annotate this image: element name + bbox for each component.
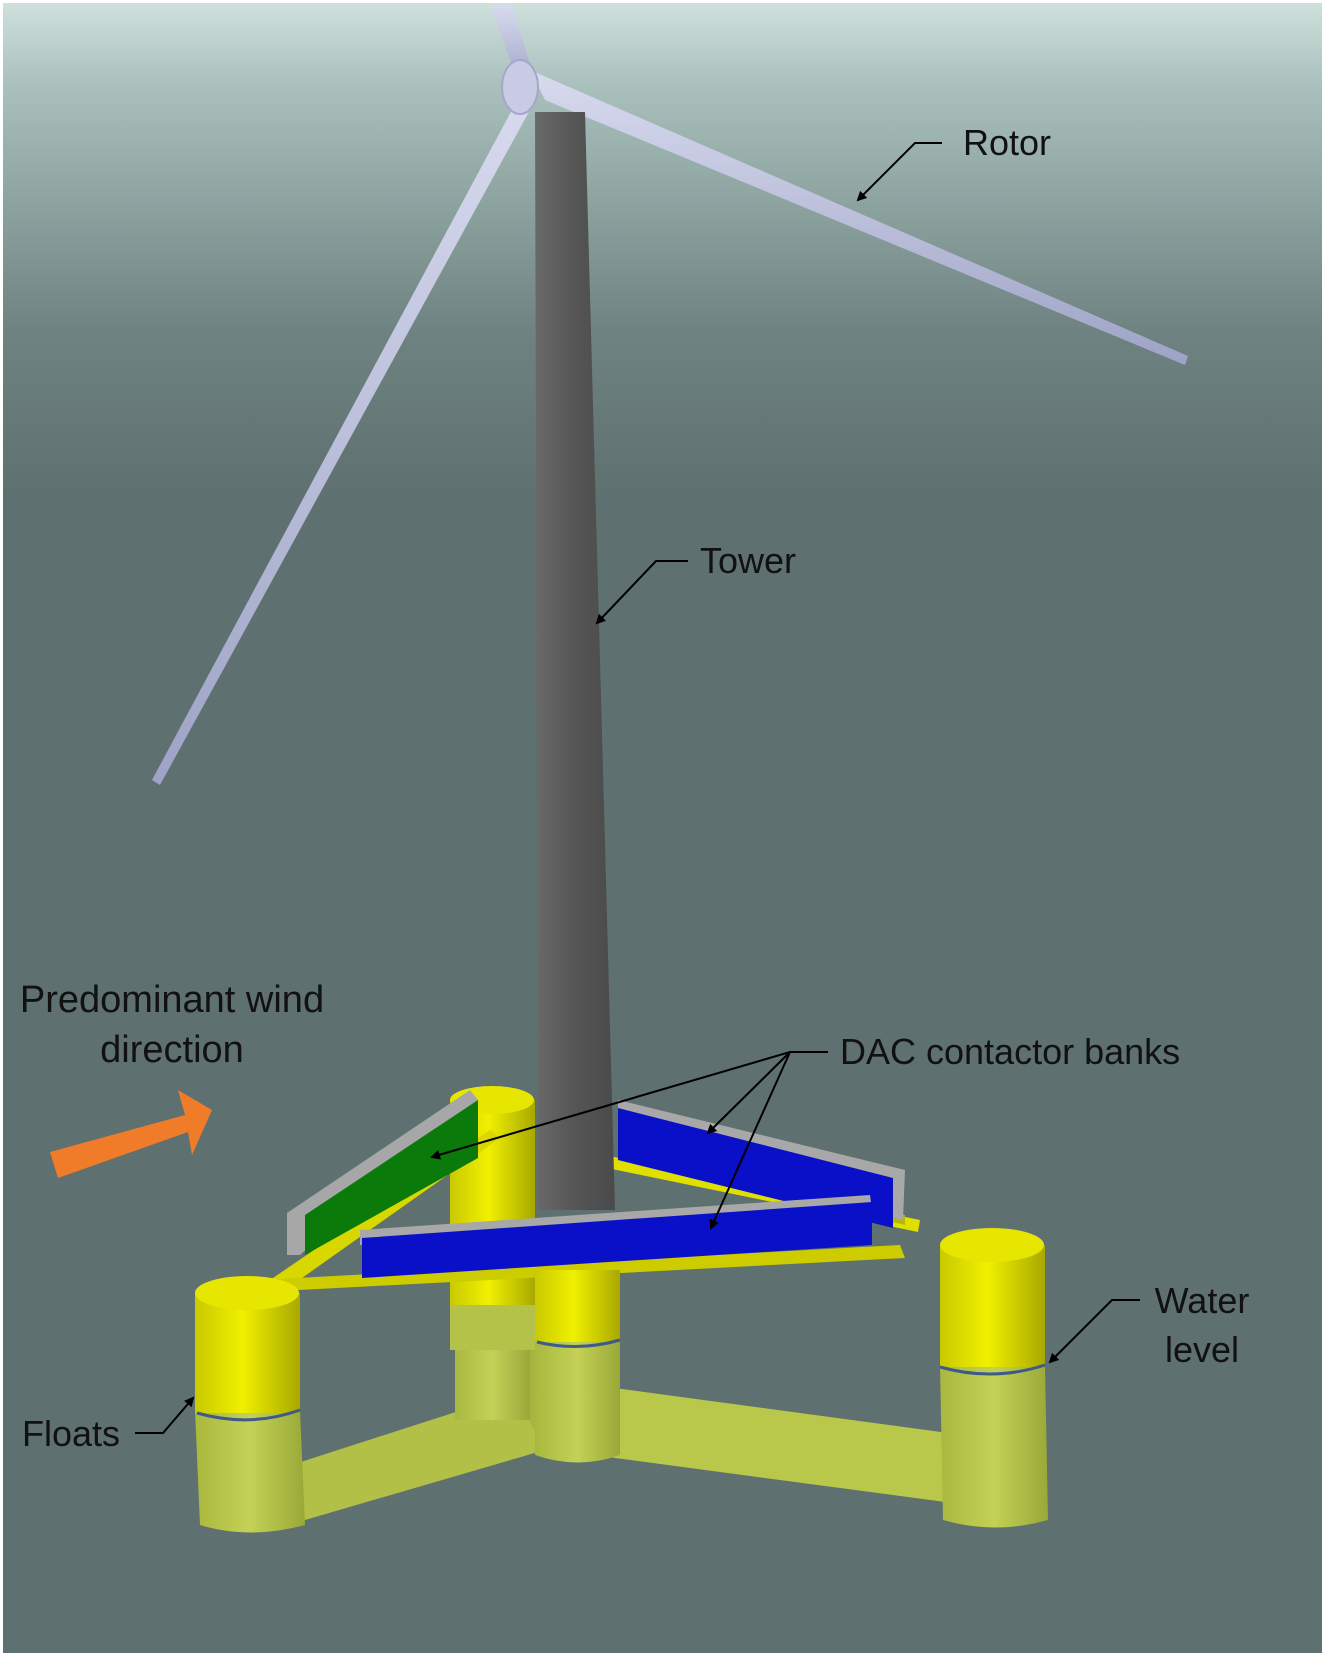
float-submerged-parts (195, 1300, 1048, 1533)
label-floats: Floats (22, 1413, 120, 1454)
float-center (535, 1270, 620, 1342)
dac-banks (287, 1090, 905, 1278)
blade-left (152, 95, 530, 785)
rotor-hub (501, 59, 539, 115)
label-wind-direction-2: direction (100, 1029, 244, 1071)
leader-lines (135, 142, 1140, 1434)
float-right (940, 1228, 1045, 1367)
dac-bank-green (305, 1100, 478, 1255)
arrow-right-icon (50, 1090, 212, 1178)
tower (535, 112, 615, 1210)
water-level-lines (196, 1338, 1046, 1422)
float-left (195, 1276, 300, 1413)
label-rotor: Rotor (963, 122, 1051, 163)
dac-bank-blue-front (362, 1202, 872, 1278)
label-dac-contactor-banks: DAC contactor banks (840, 1031, 1180, 1072)
label-water-level-2: level (1165, 1329, 1239, 1370)
blade-right (530, 70, 1188, 365)
dac-bank-blue-back (618, 1108, 893, 1228)
label-water-level-1: Water (1155, 1280, 1250, 1321)
label-wind-direction-1: Predominant wind (20, 979, 324, 1021)
label-tower: Tower (700, 540, 796, 581)
